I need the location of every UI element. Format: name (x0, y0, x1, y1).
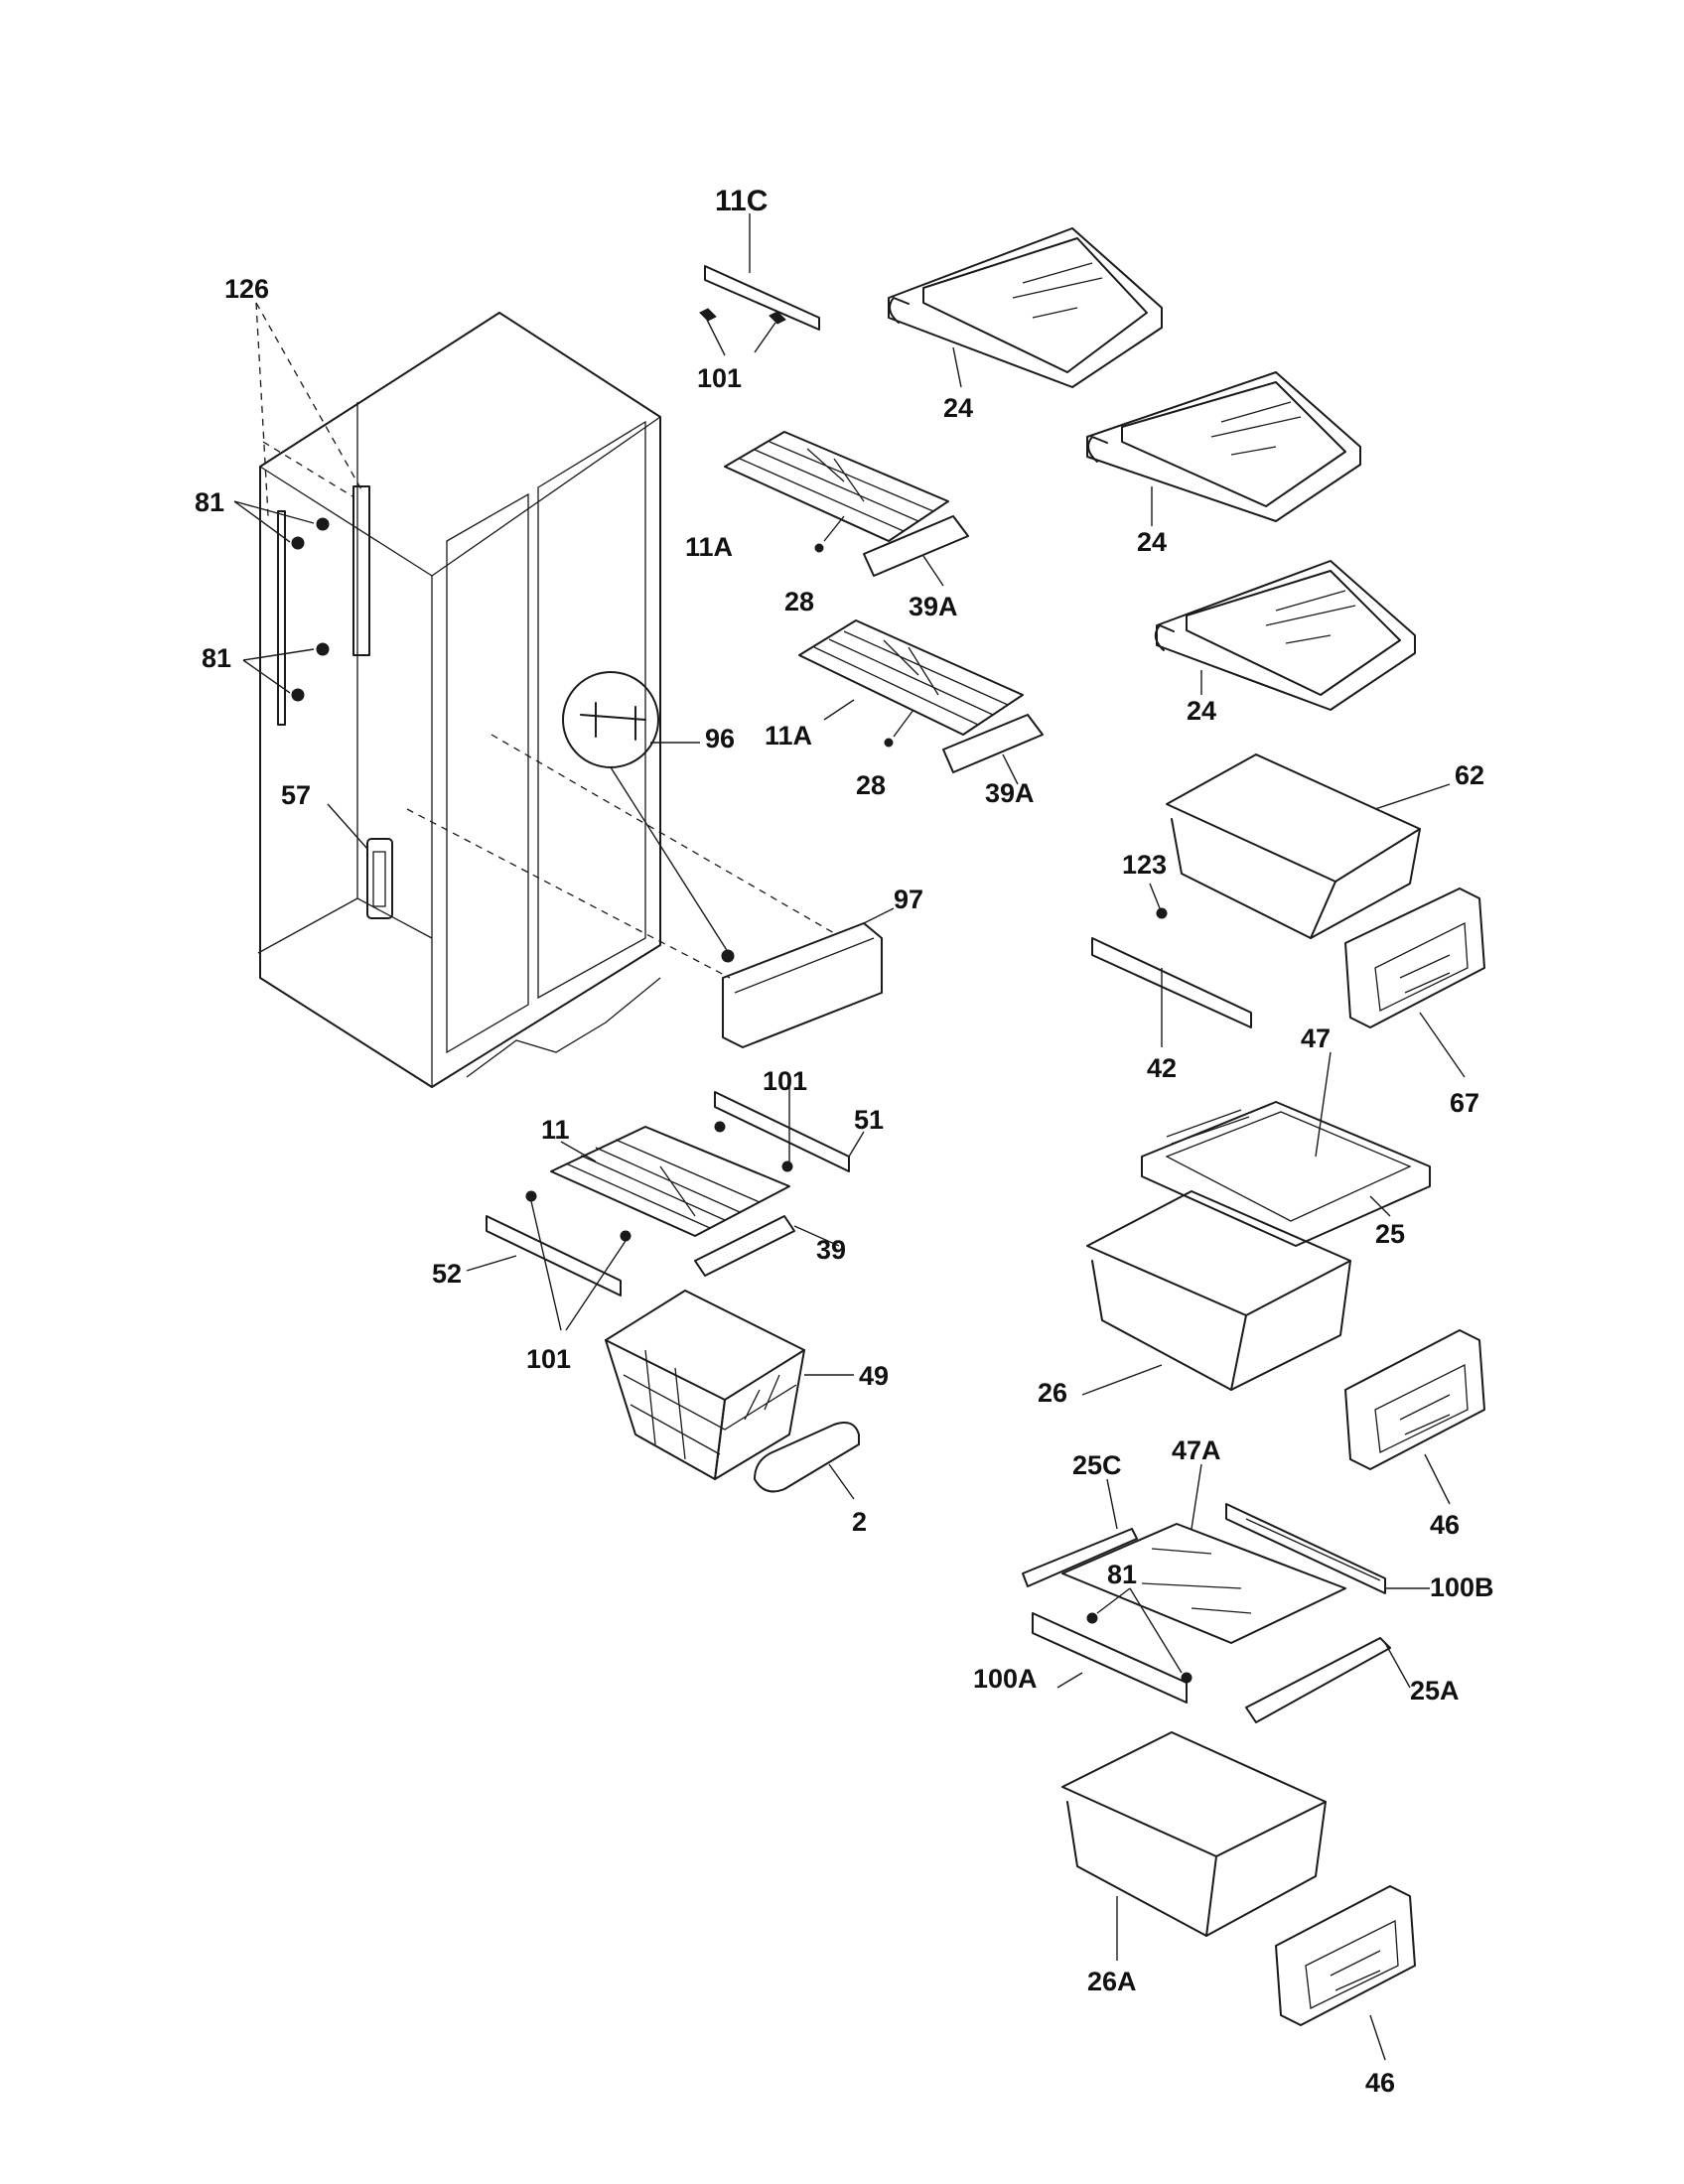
part-25a-strip (1245, 1637, 1411, 1723)
part-97-bracket (406, 734, 895, 1048)
label-81-lower: 81 (1107, 1560, 1137, 1589)
label-42: 42 (1147, 1053, 1177, 1083)
label-100b: 100B (1430, 1572, 1494, 1602)
label-26a: 26A (1087, 1967, 1137, 1996)
label-11c: 11C (715, 185, 768, 217)
part-100a-rail (1032, 1612, 1188, 1704)
label-67: 67 (1450, 1088, 1479, 1118)
part-81-screws (233, 500, 330, 702)
label-62: 62 (1455, 760, 1484, 790)
part-51-rail (714, 1087, 865, 1172)
part-52-rail (466, 1190, 632, 1331)
label-96: 96 (705, 724, 735, 753)
part-24-shelf-3 (1154, 560, 1416, 711)
label-47a: 47A (1172, 1435, 1221, 1465)
label-25: 25 (1375, 1219, 1405, 1249)
label-28-upper: 28 (784, 587, 814, 616)
part-62-crisper (1166, 753, 1451, 939)
label-25c: 25C (1072, 1450, 1122, 1480)
label-101-middle: 101 (763, 1066, 807, 1096)
part-123-screw (1149, 883, 1168, 919)
label-97: 97 (894, 885, 923, 914)
label-24-shelf-3: 24 (1187, 696, 1216, 726)
part-11a-shelf-upper (724, 431, 969, 587)
part-25-crisper-cover (1141, 1051, 1431, 1247)
part-47a-glass (1061, 1463, 1346, 1644)
label-11a-upper: 11A (685, 532, 733, 562)
part-81-screws-lower (1086, 1587, 1193, 1684)
label-81-middle: 81 (202, 643, 231, 673)
label-46-lower: 46 (1365, 2068, 1395, 2098)
label-39a-upper: 39A (909, 592, 958, 621)
label-101-lower: 101 (526, 1344, 571, 1374)
label-100a: 100A (973, 1664, 1038, 1694)
part-24-shelf-1 (888, 227, 1163, 388)
label-39: 39 (816, 1235, 846, 1265)
label-49: 49 (859, 1361, 889, 1391)
refrigerator-cabinet (257, 312, 661, 1088)
label-47: 47 (1301, 1024, 1331, 1053)
part-100b-rail (1225, 1503, 1430, 1594)
part-25c-strip (1022, 1478, 1138, 1587)
label-57: 57 (281, 780, 311, 810)
part-11c-rail (699, 213, 820, 356)
part-96-stud (562, 671, 731, 956)
label-28-lower: 28 (856, 770, 886, 800)
label-25a: 25A (1410, 1676, 1460, 1706)
part-57-handle (327, 803, 393, 919)
part-42-rail (1091, 937, 1252, 1047)
label-101-upper: 101 (697, 363, 742, 393)
label-24-shelf-1: 24 (943, 393, 973, 423)
part-26-crisper (1081, 1190, 1351, 1396)
label-11a-lower: 11A (765, 721, 812, 751)
label-39a-lower: 39A (985, 778, 1035, 808)
part-126-hinge (255, 302, 370, 726)
part-11-shelf (550, 1126, 840, 1277)
part-49-basket (605, 1290, 854, 1480)
label-24-shelf-2: 24 (1137, 527, 1167, 557)
part-67-drawer-front (1344, 887, 1485, 1078)
part-46-drawer-front-lower (1275, 1885, 1416, 2061)
part-24-shelf-2 (1086, 371, 1361, 526)
label-81-upper: 81 (195, 487, 224, 517)
part-11a-shelf-lower (798, 619, 1044, 785)
part-2-trim (754, 1422, 860, 1500)
label-11: 11 (541, 1115, 570, 1145)
label-2: 2 (852, 1507, 867, 1537)
part-46-drawer-front-upper (1344, 1329, 1485, 1505)
label-123: 123 (1122, 850, 1167, 880)
label-26: 26 (1038, 1378, 1067, 1408)
part-26a-crisper (1061, 1731, 1327, 1961)
label-46-upper: 46 (1430, 1510, 1460, 1540)
label-52: 52 (432, 1259, 462, 1289)
label-126: 126 (224, 274, 269, 304)
label-51: 51 (854, 1105, 884, 1135)
